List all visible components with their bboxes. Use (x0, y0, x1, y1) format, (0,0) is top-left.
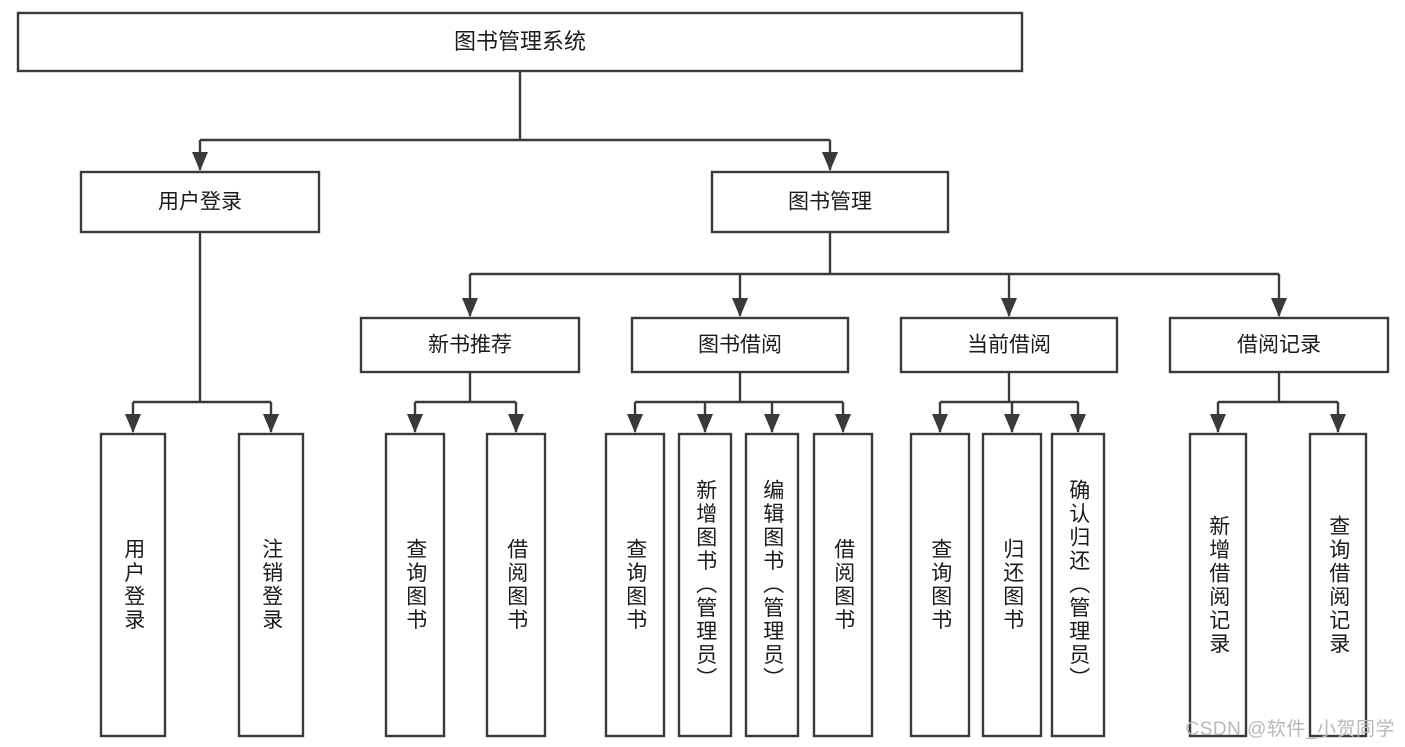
node-current-borrow[interactable]: 当前借阅 (899, 316, 1119, 374)
node-borrow-record[interactable]: 借阅记录 (1168, 316, 1390, 374)
arrow-head-icon (732, 298, 748, 317)
node-label: 图书管理 (788, 191, 872, 214)
arrow-head-icon (508, 414, 524, 433)
arrow-head-icon (1271, 298, 1287, 317)
node-leaf-query-record[interactable] (1308, 432, 1368, 738)
node-leaf-add-record[interactable] (1188, 432, 1248, 738)
node-root-system[interactable]: 图书管理系统 (16, 11, 1024, 73)
node-label: 新书推荐 (428, 334, 512, 357)
connectors-layer (125, 71, 1346, 433)
arrow-head-icon (1001, 298, 1017, 317)
node-label: 用户登录 (158, 191, 242, 214)
arrow-head-icon (627, 414, 643, 433)
arrow-head-icon (407, 414, 423, 433)
node-leaf-return-book[interactable] (981, 432, 1043, 738)
node-leaf-edit-book[interactable] (744, 432, 800, 738)
node-book-borrow[interactable]: 图书借阅 (630, 316, 850, 374)
node-book-manage[interactable]: 图书管理 (710, 170, 950, 234)
node-leaf-query-book-1[interactable] (384, 432, 446, 738)
node-label: 图书借阅 (698, 334, 782, 357)
arrow-head-icon (932, 414, 948, 433)
arrow-head-icon (1330, 414, 1346, 433)
watermark-text: CSDN @软件_小贺同学 (1185, 719, 1395, 740)
node-leaf-query-book-3[interactable] (909, 432, 971, 738)
arrow-head-icon (462, 298, 478, 317)
arrow-head-icon (1070, 414, 1086, 433)
arrow-head-icon (263, 414, 279, 433)
node-leaf-user-logout[interactable] (237, 432, 305, 738)
node-leaf-confirm-return[interactable] (1050, 432, 1106, 738)
node-user-login[interactable]: 用户登录 (79, 170, 321, 234)
arrow-head-icon (192, 152, 208, 171)
arrow-head-icon (697, 414, 713, 433)
arrow-head-icon (1210, 414, 1226, 433)
arrow-head-icon (125, 414, 141, 433)
node-label: 当前借阅 (967, 334, 1051, 357)
node-leaf-query-book-2[interactable] (604, 432, 666, 738)
arrow-head-icon (764, 414, 780, 433)
node-new-book-recommend[interactable]: 新书推荐 (359, 316, 581, 374)
arrow-head-icon (1004, 414, 1020, 433)
node-label: 图书管理系统 (454, 29, 586, 54)
arrow-head-icon (835, 414, 851, 433)
arrow-head-icon (822, 152, 838, 171)
node-leaf-user-login[interactable] (99, 432, 167, 738)
node-leaf-add-book[interactable] (677, 432, 733, 738)
node-leaf-borrow-book-1[interactable] (485, 432, 547, 738)
node-label: 借阅记录 (1237, 334, 1321, 357)
node-leaf-borrow-book-2[interactable] (812, 432, 874, 738)
